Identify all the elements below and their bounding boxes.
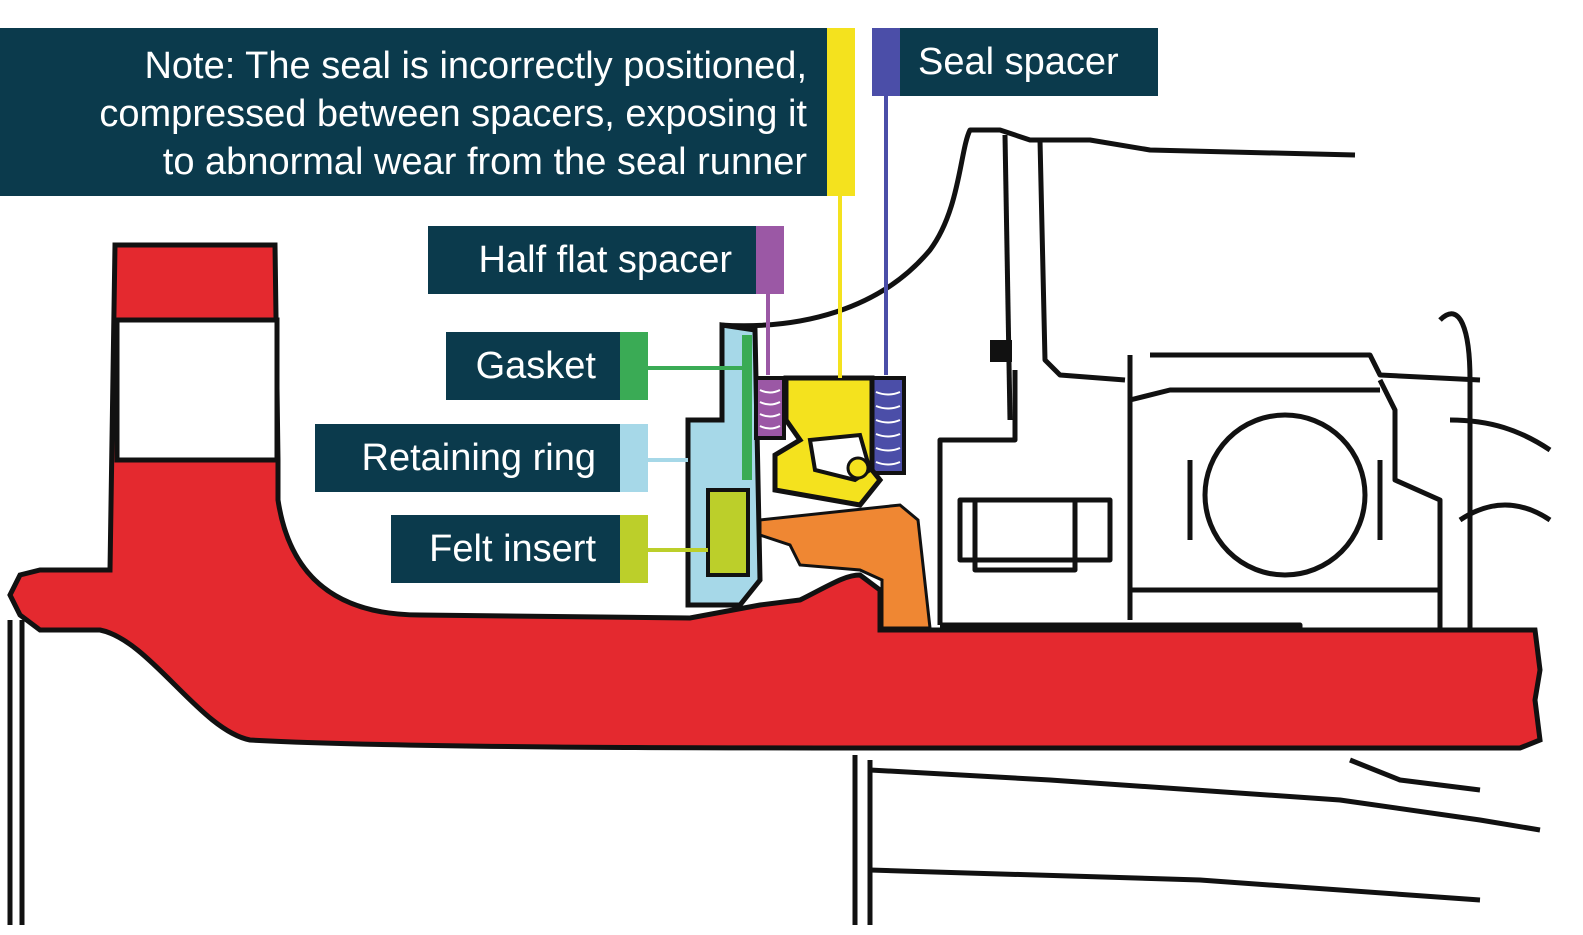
felt-insert-shape (706, 488, 750, 577)
note-line-2: compressed between spacers, exposing it (99, 93, 807, 135)
half-flat-spacer-color-chip (756, 226, 784, 294)
half-flat-spacer-label: Half flat spacer (428, 226, 784, 294)
bolt-head (990, 340, 1012, 362)
note-line-3: to abnormal wear from the seal runner (162, 141, 807, 183)
gasket-shape (742, 335, 752, 480)
note-color-chip (827, 28, 855, 196)
seal-spacer-text: Seal spacer (918, 41, 1119, 83)
leader-lines (646, 95, 888, 552)
felt-insert-label: Felt insert (391, 515, 648, 583)
half-flat-spacer-text: Half flat spacer (478, 239, 732, 281)
hub-axle (7, 242, 1543, 751)
note-line-1: Note: The seal is incorrectly positioned… (144, 45, 807, 87)
housing-line-art (7, 127, 1552, 925)
gasket-color-chip (620, 332, 648, 400)
hub-flange-window (114, 317, 280, 463)
note-callout: Note: The seal is incorrectly positioned… (0, 28, 855, 196)
gasket-text: Gasket (475, 345, 596, 387)
seal-spacer-label: Seal spacer (872, 28, 1158, 96)
seal-runner-shape (758, 503, 932, 630)
gasket-label: Gasket (446, 332, 648, 400)
felt-insert-color-chip (620, 515, 648, 583)
seal-spacer-color-chip (872, 28, 900, 96)
retaining-ring-color-chip (620, 424, 648, 492)
retaining-ring-label: Retaining ring (315, 424, 648, 492)
retaining-ring-text: Retaining ring (361, 437, 596, 479)
felt-insert-text: Felt insert (429, 528, 596, 570)
